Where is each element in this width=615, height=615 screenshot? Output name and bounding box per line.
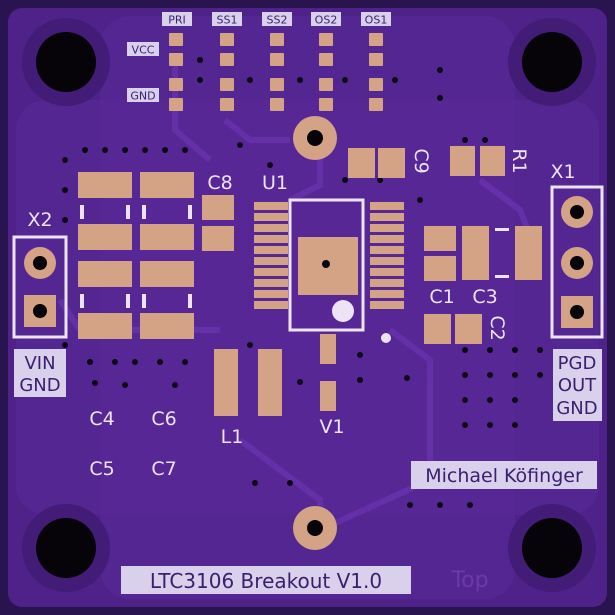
connector-x2 [12, 235, 68, 339]
jumper-label-ss1: SS1 [217, 14, 238, 27]
mount-hole-br [522, 518, 582, 578]
mount-hole-tr [522, 32, 582, 92]
jumper-row-gnd: GND [130, 90, 155, 103]
refdes-c7: C7 [151, 458, 176, 480]
layer-label: Top [450, 568, 488, 593]
refdes-c5: C5 [89, 458, 114, 480]
x1-pin-out: OUT [558, 375, 597, 396]
jumper-label-pri: PRI [168, 14, 186, 27]
x1-pin-pgd: PGD [558, 353, 597, 374]
refdes-c3: C3 [472, 286, 497, 308]
refdes-u1: U1 [262, 172, 288, 194]
x1-pin-labels: PGD OUT GND [553, 349, 602, 421]
refdes-v1: V1 [319, 416, 344, 438]
mount-hole-tl [36, 32, 96, 92]
capacitor-silk-left [80, 205, 192, 308]
refdes-l1: L1 [221, 426, 244, 448]
refdes-r1: R1 [508, 148, 530, 173]
board-title-label: LTC3106 Breakout V1.0 [121, 566, 411, 594]
refdes-x2: X2 [27, 209, 52, 231]
jumper-label-os2: OS2 [315, 14, 338, 27]
jumper-row-vcc: VCC [132, 44, 155, 57]
mounting-holes [22, 18, 596, 592]
copper-pour-h [16, 100, 599, 515]
jumper-labels: PRI SS1 SS2 OS2 OS1 VCC GND [127, 12, 391, 103]
connector-x1 [550, 185, 604, 339]
refdes-x1: X1 [550, 161, 575, 183]
jumper-pads [169, 33, 383, 111]
refdes-c1: C1 [429, 286, 454, 308]
board-title: LTC3106 Breakout V1.0 [150, 569, 382, 593]
c9-pads [348, 148, 405, 178]
c8-pads [202, 195, 234, 251]
mount-hole-bl [36, 518, 96, 578]
output-cap-pads [424, 226, 542, 344]
large-pads [293, 116, 337, 550]
refdes-labels: X2 X1 C8 U1 C4 C6 C5 C7 L1 V1 C1 C3 C2 C… [27, 148, 575, 480]
refdes-c4: C4 [89, 408, 114, 430]
jumper-label-os1: OS1 [365, 14, 388, 27]
refdes-c2: C2 [486, 315, 508, 340]
capacitor-bank-left [78, 172, 194, 339]
vias [62, 57, 543, 508]
x2-pin-labels: VIN GND [14, 349, 66, 397]
refdes-c6: C6 [151, 408, 176, 430]
author-name: Michael Köfinger [425, 465, 583, 487]
x1-pin-gnd: GND [556, 398, 597, 419]
refdes-c9: C9 [410, 148, 432, 173]
author-label: Michael Köfinger [411, 461, 597, 489]
u1-package [254, 198, 404, 332]
l1-pads [214, 349, 282, 416]
u1-pin1-mark [332, 300, 354, 322]
c3-silk [495, 228, 509, 278]
jumper-label-ss2: SS2 [267, 14, 288, 27]
v1-pads [320, 334, 336, 411]
refdes-c8: C8 [207, 172, 232, 194]
r1-pads [450, 146, 505, 176]
x2-pin-vin: VIN [24, 353, 55, 374]
x2-pin-gnd: GND [19, 375, 60, 396]
